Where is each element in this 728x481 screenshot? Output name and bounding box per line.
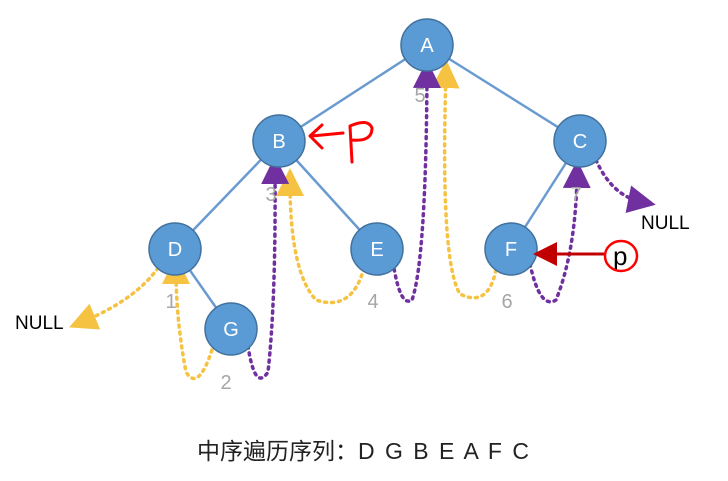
node-b-label: B (272, 131, 285, 153)
yellow-path-d-null (69, 266, 160, 330)
node-d-label: D (168, 239, 182, 261)
yellow-path-g-d (162, 256, 214, 381)
null-label-right: NULL (641, 213, 690, 234)
purple-traversal-paths (246, 60, 656, 380)
caption-prefix: 中序遍历序列： (197, 439, 358, 465)
node-g: G (204, 302, 258, 356)
node-c-label: C (573, 131, 587, 153)
purple-path-e-a (391, 60, 441, 303)
handwritten-p-pointer (308, 121, 374, 164)
yellow-traversal-paths (69, 60, 498, 381)
node-f: F (484, 222, 538, 276)
order-number-7: 7 (570, 184, 581, 206)
handwritten-arrow-icon (308, 123, 345, 150)
yellow-path-e-b (276, 168, 366, 305)
node-g-label: G (223, 319, 239, 341)
node-f-label: F (505, 239, 517, 261)
order-number-2: 2 (220, 372, 231, 394)
tree-edges (173, 43, 582, 330)
order-number-5: 5 (414, 85, 425, 107)
tree-nodes: A B C D E F G (148, 18, 607, 356)
purple-path-c-null (594, 158, 656, 213)
null-label-left: NULL (15, 313, 64, 334)
node-a: A (400, 18, 454, 72)
inorder-sequence-caption: 中序遍历序列：D G B E A F C (197, 438, 531, 465)
node-a-label: A (420, 35, 434, 57)
order-number-3: 3 (265, 184, 276, 206)
purple-path-g-b (246, 156, 290, 380)
caption-sequence: D G B E A F C (358, 438, 531, 464)
pointer-p-to-f: p (533, 239, 639, 273)
node-c: C (553, 114, 607, 168)
order-number-4: 4 (367, 291, 378, 313)
order-number-6: 6 (501, 291, 512, 313)
node-b: B (252, 114, 306, 168)
edge-a-c (426, 43, 581, 143)
edge-a-b (278, 43, 428, 143)
purple-path-f-c (528, 160, 591, 304)
node-e-label: E (370, 239, 383, 261)
inorder-numbers: 1 2 3 4 5 6 7 (165, 85, 581, 394)
node-e: E (350, 222, 404, 276)
handwritten-circle-icon (603, 239, 639, 273)
pointer-p-label: p (613, 241, 627, 271)
node-d: D (148, 222, 202, 276)
handwritten-p-icon (348, 121, 374, 164)
order-number-1: 1 (165, 291, 176, 313)
yellow-path-f-a (431, 60, 498, 300)
